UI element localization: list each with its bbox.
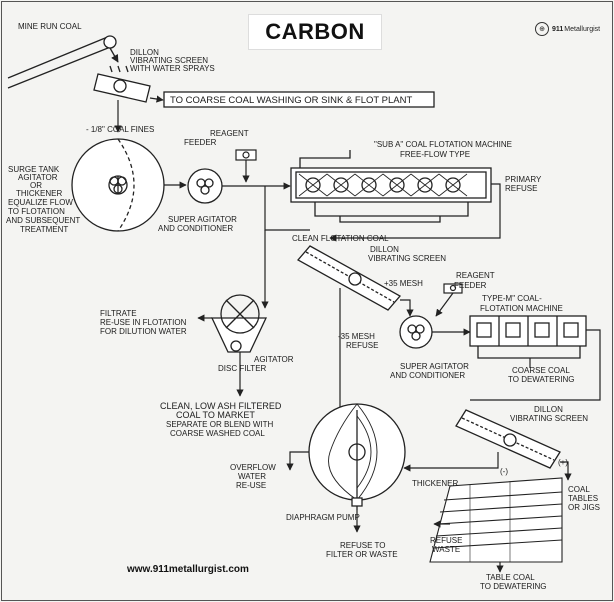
coal-table: [429, 477, 563, 563]
label-surge-3: OR: [30, 181, 42, 190]
super-agitator-2: [399, 315, 433, 349]
overflow-line: [286, 451, 309, 471]
label-primary-1: PRIMARY: [505, 175, 542, 184]
label-super-ag-2b: AND CONDITIONER: [390, 371, 465, 380]
label-surge-2: AGITATOR: [18, 173, 58, 182]
coarse-to-screen-line: [470, 329, 601, 401]
label-plus-sign: (+): [558, 458, 568, 467]
website-url: www.911metallurgist.com: [127, 564, 249, 575]
label-mine-run-coal: MINE RUN COAL: [18, 22, 82, 31]
label-dillon-2: DILLON: [370, 245, 399, 254]
primary-refuse-line: [329, 183, 501, 242]
label-overflow-3: RE-USE: [236, 481, 266, 490]
label-filtrate-1: FILTRATE: [100, 309, 137, 318]
label-super-ag-1b: AND CONDITIONER: [158, 224, 233, 233]
mine-run-conveyor: [7, 35, 119, 89]
label-filtrate-3: FOR DILUTION WATER: [100, 327, 187, 336]
reagent-feeder-2: [435, 283, 463, 317]
label-dillon-2b: VIBRATING SCREEN: [368, 254, 446, 263]
label-coal-tables-2: TABLES: [568, 494, 598, 503]
label-surge-6: TO FLOTATION: [8, 207, 65, 216]
sub-a-flotation-machine: [290, 150, 492, 223]
label-sub-a-2: FREE-FLOW TYPE: [400, 150, 470, 159]
label-clean-low-2: COAL TO MARKET: [176, 410, 255, 420]
label-reagent-1: REAGENT: [210, 129, 249, 138]
label-clean-low-1: CLEAN, LOW ASH FILTERED: [160, 401, 282, 411]
disc-filter: [210, 294, 268, 353]
label-refuse-waste-2: WASTE: [432, 545, 460, 554]
label-super-ag-1a: SUPER AGITATOR: [168, 215, 237, 224]
label-surge-7: AND SUBSEQUENT: [6, 216, 80, 225]
label-clean-low-3: SEPARATE OR BLEND WITH: [166, 420, 273, 429]
brand-number: 911: [552, 25, 564, 33]
label-clean-flot: CLEAN FLOTATION COAL: [292, 234, 389, 243]
dillon-screen-3: [455, 409, 561, 469]
label-dillon-3b: VIBRATING SCREEN: [510, 414, 588, 423]
label-dillon-3: DILLON: [534, 405, 563, 414]
label-surge-1: SURGE TANK: [8, 165, 60, 174]
label-thickener: THICKENER: [412, 479, 458, 488]
brand-name: Metallurgist: [564, 25, 601, 33]
label-overflow-1: OVERFLOW: [230, 463, 276, 472]
label-type-m-2: FLOTATION MACHINE: [480, 304, 563, 313]
label-coal-fines: - 1/8" COAL FINES: [86, 125, 154, 134]
dillon-screen-1: [93, 65, 151, 103]
label-dillon-1c: WITH WATER SPRAYS: [130, 64, 215, 73]
label-refuse-waste-1: REFUSE: [430, 536, 462, 545]
label-reagent-2: REAGENT: [456, 271, 495, 280]
title-box: CARBON: [248, 14, 382, 50]
label-table-coal-2: TO DEWATERING: [480, 582, 547, 591]
label-primary-2: REFUSE: [505, 184, 537, 193]
globe-icon: ⊕: [535, 22, 549, 36]
label-refuse-filter-2: FILTER OR WASTE: [326, 550, 398, 559]
label-overflow-2: WATER: [238, 472, 266, 481]
label-minus35-2: REFUSE: [346, 341, 378, 350]
label-to-coarse: TO COARSE COAL WASHING OR SINK & FLOT PL…: [170, 95, 412, 106]
label-surge-5: EQUALIZE FLOW: [8, 198, 73, 207]
label-coarse-dew-1: COARSE COAL: [512, 366, 570, 375]
label-clean-low-4: COARSE WASHED COAL: [170, 429, 265, 438]
label-reagent-2b: FEEDER: [454, 281, 487, 290]
brand-logo: ⊕ 911 Metallurgist: [535, 20, 611, 38]
minus-to-thickener-line: [403, 452, 499, 472]
label-surge-8: TREATMENT: [20, 225, 68, 234]
label-plus35: +35 MESH: [384, 279, 423, 288]
label-sub-a-1: "SUB A" COAL FLOTATION MACHINE: [374, 140, 512, 149]
label-dillon-1: DILLON: [130, 48, 159, 57]
surge-tank: [71, 138, 165, 232]
label-minus35-1: -35 MESH: [338, 332, 375, 341]
label-agitator: AGITATOR: [254, 355, 294, 364]
type-m-flotation-machine: [469, 315, 587, 359]
label-coal-tables-1: COAL: [568, 485, 590, 494]
label-table-coal-1: TABLE COAL: [486, 573, 535, 582]
label-surge-4: THICKENER: [16, 189, 62, 198]
label-diaphragm: DIAPHRAGM PUMP: [286, 513, 360, 522]
label-reagent-1b: FEEDER: [184, 138, 217, 147]
label-type-m-1: TYPE-M" COAL-: [482, 294, 542, 303]
thickener: [308, 403, 406, 510]
reagent-feeder-1: [235, 149, 257, 183]
label-super-ag-2a: SUPER AGITATOR: [400, 362, 469, 371]
label-disc-filter: DISC FILTER: [218, 364, 267, 373]
label-minus-sign: (-): [500, 467, 508, 476]
super-agitator-1: [187, 168, 223, 204]
label-coal-tables-3: OR JIGS: [568, 503, 600, 512]
label-filtrate-2: RE-USE IN FLOTATION: [100, 318, 187, 327]
dillon-screen-2: [296, 245, 402, 311]
page-title: CARBON: [265, 19, 365, 44]
label-dillon-1b: VIBRATING SCREEN: [130, 56, 208, 65]
label-refuse-filter-1: REFUSE TO: [340, 541, 386, 550]
to-coarse-box: [163, 91, 435, 108]
label-coarse-dew-2: TO DEWATERING: [508, 375, 575, 384]
